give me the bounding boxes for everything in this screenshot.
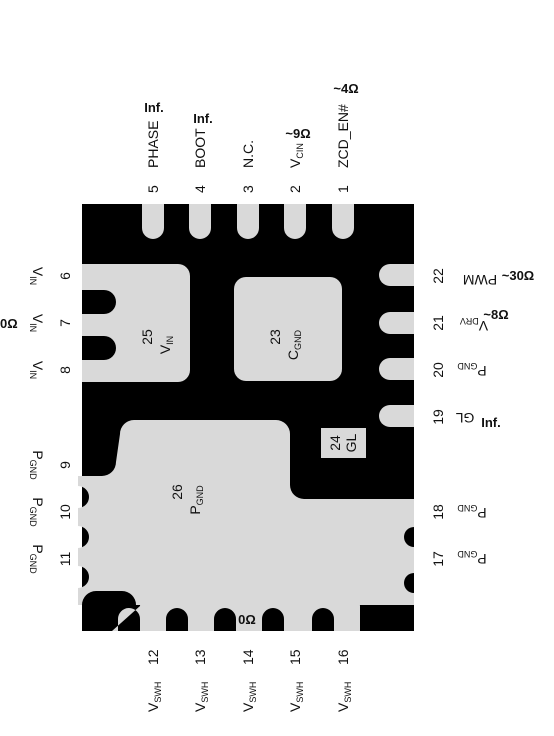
pin-5-num: 5 bbox=[145, 185, 161, 193]
pin-19-name: GL bbox=[455, 410, 474, 426]
pad-23-label: 23 CGND bbox=[267, 329, 303, 360]
pin-21-res: ~8Ω bbox=[483, 307, 508, 322]
pin-18-num: 18 bbox=[430, 504, 446, 520]
pin-21-name: VDRV bbox=[460, 316, 488, 334]
pad-25-num: 25 bbox=[139, 329, 155, 345]
pin-pad-21 bbox=[379, 312, 414, 334]
pin-9-num: 9 bbox=[57, 461, 73, 469]
pin-22-num: 22 bbox=[430, 268, 446, 284]
pin-pad-19 bbox=[379, 405, 414, 427]
pad-24-num: 24 bbox=[327, 435, 343, 451]
pad-26-name: PGND bbox=[187, 485, 205, 515]
pin-11-num: 11 bbox=[57, 552, 73, 567]
pad-26-pgnd bbox=[78, 420, 414, 605]
pad-23-name: CGND bbox=[285, 329, 303, 360]
pin-pad-1 bbox=[332, 204, 354, 239]
pin-10-num: 10 bbox=[57, 504, 73, 520]
pin-6-num: 6 bbox=[57, 272, 73, 280]
pin-12-num: 12 bbox=[145, 649, 161, 665]
right-pin-pads bbox=[379, 264, 414, 427]
pin-3-name: N.C. bbox=[240, 140, 256, 168]
pad-24-gl bbox=[321, 428, 366, 458]
pin-4-name: BOOT bbox=[192, 128, 208, 168]
top-pin-pads bbox=[142, 204, 354, 239]
pin-3-num: 3 bbox=[240, 185, 256, 193]
pin-pad-20 bbox=[379, 358, 414, 380]
pin-7-num: 7 bbox=[57, 319, 73, 327]
pin-pad-22 bbox=[379, 264, 414, 286]
pin-1-name: ZCD_EN# bbox=[335, 104, 351, 168]
pin-11-name: PGND bbox=[28, 544, 46, 574]
pin-15-name: VSWH bbox=[287, 682, 305, 712]
pin-8-name: VIN bbox=[28, 361, 46, 379]
pin-4-num: 4 bbox=[192, 185, 208, 193]
pin-17-num: 17 bbox=[430, 551, 446, 567]
top-pin-labels: 5 PHASE Inf. 4 BOOT Inf. 3 N.C. 2 VCIN ~… bbox=[144, 81, 358, 193]
right-pin-labels: 22 PWM ~30Ω 21 VDRV ~8Ω 20 PGND 19 GL In… bbox=[430, 268, 534, 567]
bottom-pin-labels: 12 VSWH 13 VSWH 14 VSWH 15 VSWH 16 VSWH … bbox=[145, 612, 353, 712]
pad-25-label: 25 VIN bbox=[139, 329, 175, 354]
pin-16-name: VSWH bbox=[335, 682, 353, 712]
pad-23-cgnd bbox=[234, 277, 342, 381]
pin-2-num: 2 bbox=[287, 185, 303, 193]
pin-13-name: VSWH bbox=[192, 682, 210, 712]
pad-26-label: 26 PGND bbox=[169, 484, 205, 515]
pin-pad-4 bbox=[189, 204, 211, 239]
pin-10-name: PGND bbox=[28, 497, 46, 527]
pin-14-num: 14 bbox=[240, 649, 256, 665]
pin-5-name: PHASE bbox=[145, 121, 161, 168]
pin-17-name: PGND bbox=[457, 549, 487, 567]
pin-20-name: PGND bbox=[457, 361, 487, 379]
pin-7-res: 0Ω bbox=[0, 316, 18, 331]
pad-25-name: VIN bbox=[157, 336, 175, 354]
pad-vswh-bar bbox=[112, 594, 360, 631]
pad-24-name: GL bbox=[343, 433, 359, 452]
pin-21-num: 21 bbox=[430, 315, 446, 331]
pin-7-name: VIN bbox=[28, 314, 46, 332]
pin-16-num: 16 bbox=[335, 649, 351, 665]
pin-22-res: ~30Ω bbox=[502, 268, 534, 283]
pin-20-num: 20 bbox=[430, 362, 446, 378]
bottom-res: 0Ω bbox=[238, 612, 256, 627]
pin-15-num: 15 bbox=[287, 649, 303, 665]
pin-5-res: Inf. bbox=[144, 100, 164, 115]
pin-pad-5 bbox=[142, 204, 164, 239]
pin-pad-3 bbox=[237, 204, 259, 239]
pad-23-num: 23 bbox=[267, 329, 283, 345]
pin-18-name: PGND bbox=[457, 503, 487, 521]
pad-25-vin bbox=[82, 264, 190, 382]
pin-22-name: PWM bbox=[463, 272, 497, 288]
pin-9-name: PGND bbox=[28, 450, 46, 480]
pin-2-res: ~9Ω bbox=[285, 126, 310, 141]
pad-24-label: 24 GL bbox=[327, 433, 359, 452]
pin-6-name: VIN bbox=[28, 267, 46, 285]
pin-19-num: 19 bbox=[430, 409, 446, 425]
pin-pad-2 bbox=[284, 204, 306, 239]
pin-1-res: ~4Ω bbox=[333, 81, 358, 96]
pin-19-res: Inf. bbox=[481, 415, 501, 430]
pin-14-name: VSWH bbox=[240, 682, 258, 712]
pad-26-num: 26 bbox=[169, 484, 185, 500]
pin-4-res: Inf. bbox=[193, 111, 213, 126]
pin-13-num: 13 bbox=[192, 649, 208, 665]
pin-1-num: 1 bbox=[335, 185, 351, 193]
pin-8-num: 8 bbox=[57, 366, 73, 374]
pin-12-name: VSWH bbox=[145, 682, 163, 712]
pin-2-name: VCIN bbox=[287, 143, 305, 168]
left-pin-labels: 6 VIN 7 VIN 0Ω 8 VIN 9 PGND 10 PGND 11 P… bbox=[0, 267, 73, 574]
